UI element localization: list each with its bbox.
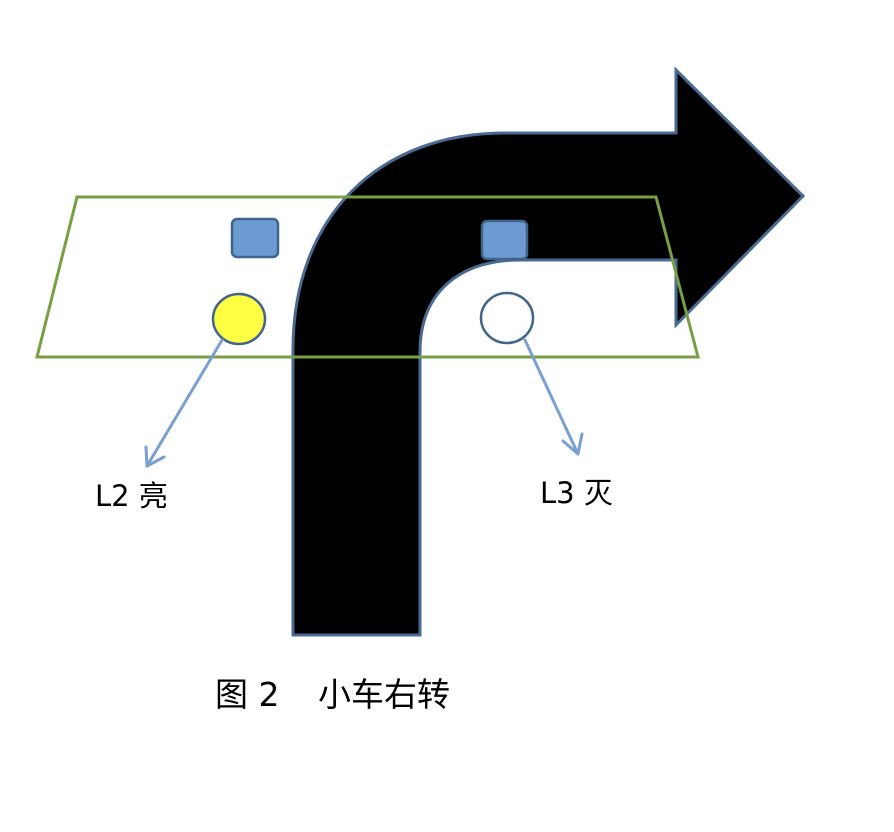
right-led-indicator	[479, 291, 535, 345]
left-pointer-arrow	[144, 338, 224, 468]
left-sensor-label: L2 亮	[95, 479, 168, 513]
right-sensor-block	[480, 219, 529, 261]
right-pointer-arrow	[523, 338, 584, 456]
left-led-indicator	[211, 292, 267, 346]
left-sensor-block	[230, 217, 280, 259]
right-sensor-label: L3 灭	[540, 476, 613, 510]
figure-number: 图 2	[215, 675, 280, 714]
car-frame	[35, 195, 700, 359]
figure-title: 小车右转	[318, 675, 450, 714]
turn-right-arrow-icon	[291, 66, 806, 637]
